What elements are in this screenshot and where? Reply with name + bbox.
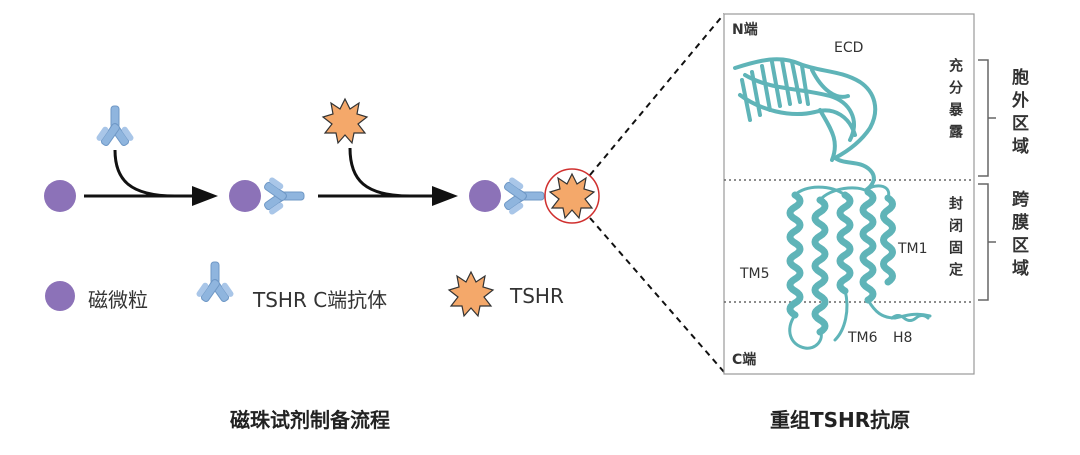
legend-antibody-icon: [194, 261, 236, 304]
ecd-note: 充分暴露: [947, 58, 963, 146]
legend-bead-icon: [45, 281, 75, 311]
bracket-extracellular: [978, 59, 996, 177]
bead-step3: [469, 180, 501, 212]
antibody-icon-step2: [262, 175, 305, 217]
zoom-line-top: [589, 13, 725, 176]
c-terminus-label: C端: [732, 352, 757, 368]
ecd-label: ECD: [834, 40, 864, 56]
curve-arrow-2: [348, 147, 411, 198]
legend-antigen-icon: [448, 271, 494, 317]
transmembrane-region-label: 跨膜区域: [1008, 190, 1028, 282]
tm5-label: TM5: [740, 266, 770, 282]
zoom-circle: [544, 168, 600, 224]
arrowhead-2: [432, 186, 458, 206]
protein-loops: [788, 184, 932, 350]
legend-antibody-label: TSHR C端抗体: [253, 288, 388, 312]
workflow-caption: 磁珠试剂制备流程: [230, 408, 390, 432]
curve-arrow-1: [113, 149, 176, 198]
zoom-line-bottom: [589, 217, 725, 373]
bead-step2: [229, 180, 261, 212]
antigen-icon-step3: [549, 173, 595, 219]
tm6-label: TM6: [848, 330, 878, 346]
structure-caption: 重组TSHR抗原: [770, 408, 911, 432]
antibody-icon-step1: [94, 105, 136, 148]
legend-antigen-label: TSHR: [510, 284, 564, 308]
h8-label: H8: [893, 330, 913, 346]
extracellular-region-label: 胞外区域: [1008, 68, 1028, 160]
antigen-icon-step2: [322, 98, 368, 144]
bracket-transmembrane: [978, 183, 996, 301]
arrowhead-1: [192, 186, 218, 206]
bead-step1: [44, 180, 76, 212]
tm-note: 封闭固定: [947, 196, 963, 284]
antibody-icon-step3: [502, 175, 545, 217]
legend-bead-label: 磁微粒: [88, 288, 148, 312]
protein-tm-ribbon: [786, 188, 896, 336]
protein-ecd-ribbon: [733, 57, 878, 192]
n-terminus-label: N端: [732, 22, 758, 38]
tm1-label: TM1: [898, 241, 928, 257]
